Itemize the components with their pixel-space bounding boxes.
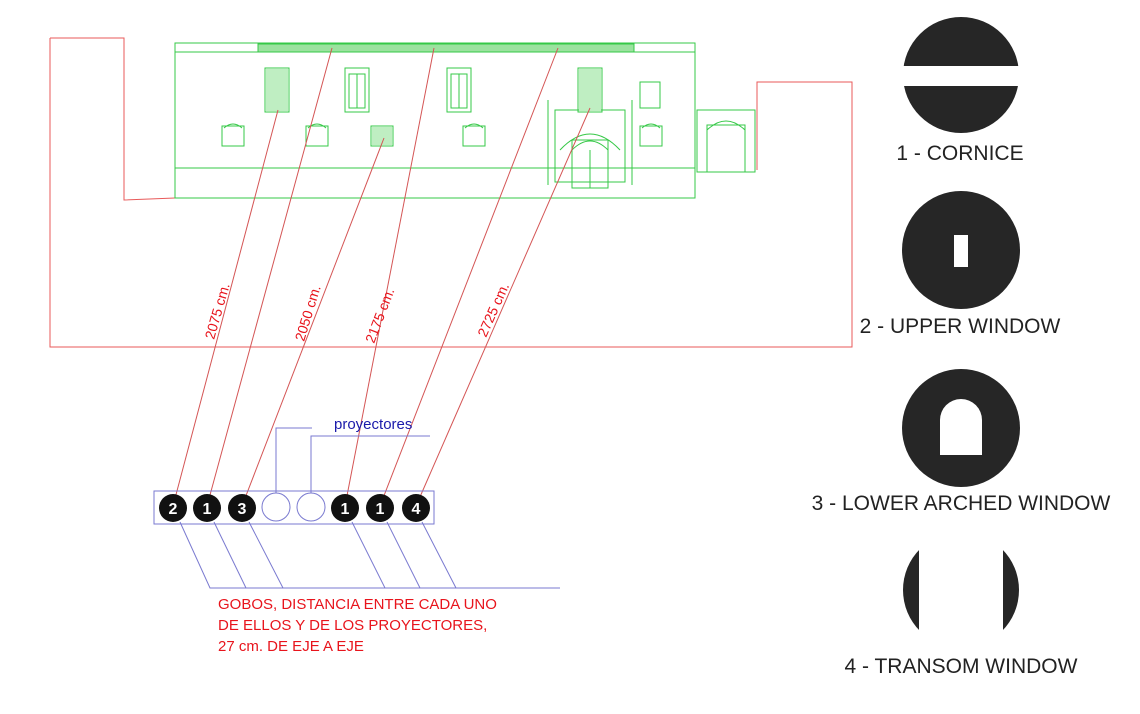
lower-windows — [221, 123, 663, 147]
legend-label-cornice: 1 - CORNICE — [896, 142, 1023, 165]
facade-elevation — [174, 42, 756, 199]
transom-window-gobo-icon — [903, 532, 1019, 648]
beam-6 — [415, 107, 591, 507]
projector-label: proyectores — [334, 416, 412, 433]
gobo-disc-4: 1 — [331, 494, 359, 522]
gobo-disc-6: 4 — [402, 494, 430, 522]
projector-circle-right — [296, 492, 326, 522]
gobo-number-6: 4 — [412, 501, 421, 518]
upper-window-gobo-icon — [902, 191, 1020, 309]
projector-circle-left — [261, 492, 291, 522]
distance-label-3: 2175 cm. — [362, 286, 398, 346]
beam-2 — [206, 47, 333, 507]
beam-3 — [241, 137, 385, 507]
note-line-1: GOBOS, DISTANCIA ENTRE CADA UNO — [218, 596, 497, 613]
gobo-number-5: 1 — [376, 501, 385, 518]
cornice-gobo-icon — [903, 17, 1019, 133]
arched-window-gobo-icon — [902, 369, 1020, 487]
note-leaders — [179, 521, 560, 589]
gobo-number-2: 1 — [203, 501, 212, 518]
distance-label-2: 2050 cm. — [292, 283, 324, 343]
gobo-number-4: 1 — [341, 501, 350, 518]
beam-5 — [379, 47, 559, 507]
gobo-legend: 1 - CORNICE 2 - UPPER WINDOW 3 - LOWER A… — [812, 17, 1111, 678]
facade-hatching — [257, 43, 635, 145]
site-outline — [49, 37, 853, 348]
legend-label-upper-window: 2 - UPPER WINDOW — [860, 315, 1061, 338]
gobo-number-3: 3 — [238, 501, 247, 518]
note-line-2: DE ELLOS Y DE LOS PROYECTORES, — [218, 617, 487, 634]
distance-labels: 2075 cm. 2050 cm. 2175 cm. 2725 cm. — [202, 280, 513, 345]
beam-1 — [172, 109, 279, 507]
note-line-3: 27 cm. DE EJE A EJE — [218, 638, 364, 655]
gobo-number-1: 2 — [169, 501, 178, 518]
projection-beams — [172, 47, 591, 507]
legend-label-arched-window: 3 - LOWER ARCHED WINDOW — [812, 492, 1111, 515]
gobo-disc-2: 1 — [193, 494, 221, 522]
gobo-disc-3: 3 — [228, 494, 256, 522]
gobo-discs: 2 1 3 1 1 4 — [159, 494, 430, 522]
distance-label-1: 2075 cm. — [202, 281, 233, 341]
gobo-disc-1: 2 — [159, 494, 187, 522]
projector-leaders — [275, 427, 430, 493]
gobo-note: GOBOS, DISTANCIA ENTRE CADA UNO DE ELLOS… — [218, 596, 497, 655]
beam-4 — [344, 47, 435, 507]
projector-bar — [153, 490, 435, 525]
legend-label-transom-window: 4 - TRANSOM WINDOW — [845, 655, 1078, 678]
gobo-disc-5: 1 — [366, 494, 394, 522]
